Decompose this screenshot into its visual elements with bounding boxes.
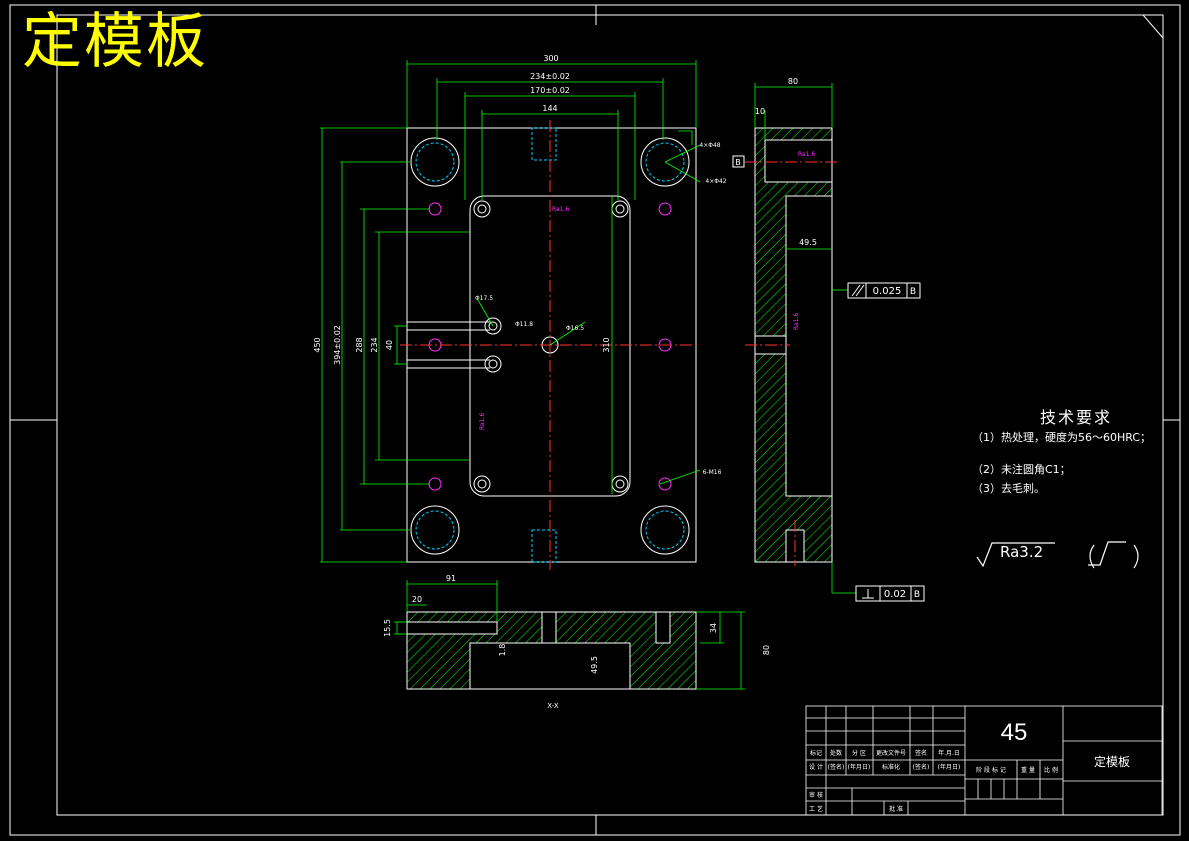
roughness-general: Ra3.2: [1000, 543, 1044, 561]
side-view: B 80 10 49.5 Ra1.6 Ra1.6 0.025 B 0.02 B: [732, 77, 925, 602]
material-value: 45: [1000, 719, 1028, 746]
svg-text:0.025: 0.025: [873, 286, 902, 297]
label-cool-a: Φ17.5: [475, 295, 493, 302]
tb-design-sign: (签名): [828, 763, 845, 771]
tb-date: 年.月.日: [938, 749, 960, 757]
tb-weight: 重 量: [1021, 766, 1035, 774]
ra-c: Ra1.6: [479, 413, 486, 430]
tb-approve: 批 准: [889, 805, 903, 813]
label-cool-b: Φ11.8: [515, 321, 533, 328]
drawing-title: 定模板: [22, 7, 208, 77]
tb-review: 审 核: [809, 791, 823, 799]
dim-sec-34: 34: [709, 623, 718, 633]
tech-requirements-heading: 技术要求: [1040, 408, 1113, 427]
perpendicular-tolerance: 0.02 B: [855, 585, 925, 602]
dim-sec-495: 49.5: [590, 656, 599, 674]
dim-288: 288: [355, 337, 364, 352]
tb-change: 更改文件号: [876, 749, 906, 757]
dim-side-width: 80: [788, 77, 798, 86]
label-sprue: Φ16.5: [566, 325, 584, 332]
section-view: 91 20 15.5 1.8 49.5 34 80 X-X: [383, 574, 771, 710]
sheet-border: [9, 4, 1181, 836]
dim-sec-91: 91: [446, 574, 456, 583]
dim-394: 394±0.02: [333, 325, 342, 365]
section-label: X-X: [547, 702, 559, 710]
label-hole-c: 6-M16: [703, 469, 722, 476]
dim-sec-80: 80: [762, 645, 771, 655]
tb-stage: 阶 段 标 记: [976, 766, 1006, 774]
ra-side-2: Ra1.6: [793, 313, 800, 330]
tb-count: 处数: [830, 749, 842, 757]
tb-standard: 标准化: [882, 763, 900, 771]
dim-234: 234±0.02: [530, 72, 570, 81]
svg-text:B: B: [910, 287, 916, 297]
tech-requirement-2: （2）未注圆角C1；: [972, 463, 1071, 476]
dim-sec-155: 15.5: [383, 619, 392, 637]
dim-144: 144: [542, 104, 557, 113]
label-hole-b: 4×Φ42: [705, 178, 726, 185]
dim-width: 300: [543, 54, 558, 63]
dim-310: 310: [602, 337, 611, 352]
svg-text:B: B: [914, 590, 920, 600]
dim-sec-18: 1.8: [498, 644, 507, 657]
tech-requirement-3: （3）去毛刺。: [972, 482, 1045, 495]
tb-zone: 分 区: [852, 749, 866, 757]
tb-standard-date: (年月日): [938, 763, 961, 771]
tb-design-date: (年月日): [848, 763, 871, 771]
parallel-tolerance: 0.025 B: [847, 282, 921, 299]
label-hole-a: 4×Φ48: [699, 142, 720, 149]
part-name: 定模板: [1093, 754, 1130, 769]
dim-40: 40: [385, 340, 394, 350]
dim-height: 450: [313, 337, 322, 352]
tb-scale: 比 例: [1044, 766, 1058, 774]
datum-flag: B: [735, 158, 741, 167]
dim-234v: 234: [370, 337, 379, 352]
ra-a: Ra1.6: [552, 206, 569, 213]
dim-side-mid: 49.5: [799, 238, 817, 247]
dim-170: 170±0.02: [530, 86, 570, 95]
top-view: 300 234±0.02 170±0.02 144 450 394±0.02 2…: [313, 54, 727, 570]
dim-side-top: 10: [755, 107, 765, 116]
tb-mark: 标记: [810, 749, 822, 757]
svg-text:0.02: 0.02: [884, 589, 906, 600]
ra-side: Ra1.6: [798, 151, 815, 158]
tb-sign: 签名: [915, 749, 927, 757]
tb-standard-sign: (签名): [913, 763, 930, 771]
title-block: [805, 705, 1163, 816]
tb-process: 工 艺: [809, 805, 823, 813]
dim-sec-20: 20: [412, 595, 422, 604]
tech-requirement-1: （1）热处理，硬度为56～60HRC；: [972, 431, 1152, 444]
tb-design: 设 计: [809, 763, 823, 771]
